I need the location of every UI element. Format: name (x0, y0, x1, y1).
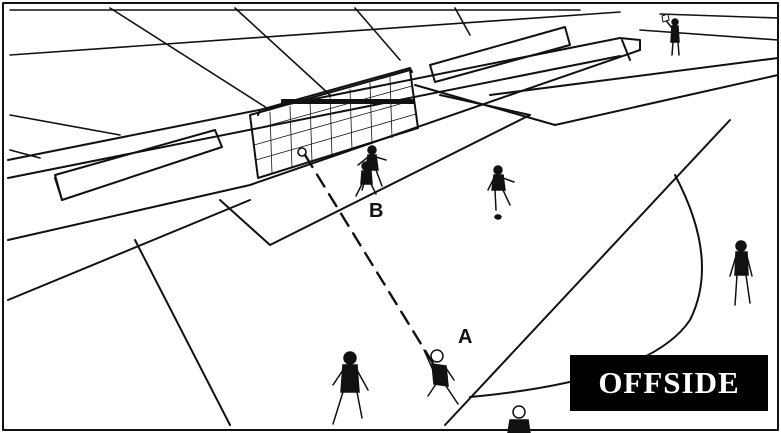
ball (298, 148, 306, 156)
player-defender-right (730, 241, 752, 305)
perimeter-wall (8, 38, 640, 240)
offside-badge: OFFSIDE (570, 355, 768, 411)
label-player-b: B (369, 201, 383, 221)
linesman-flag (662, 14, 669, 22)
player-defender-center (488, 166, 514, 219)
label-player-a: A (458, 327, 472, 347)
pass-path (305, 155, 437, 370)
ad-board-right (430, 27, 570, 82)
player-bottom-center (508, 406, 530, 433)
goal-net (250, 68, 418, 178)
player-bottom-left (333, 352, 368, 424)
linesman (664, 18, 679, 55)
